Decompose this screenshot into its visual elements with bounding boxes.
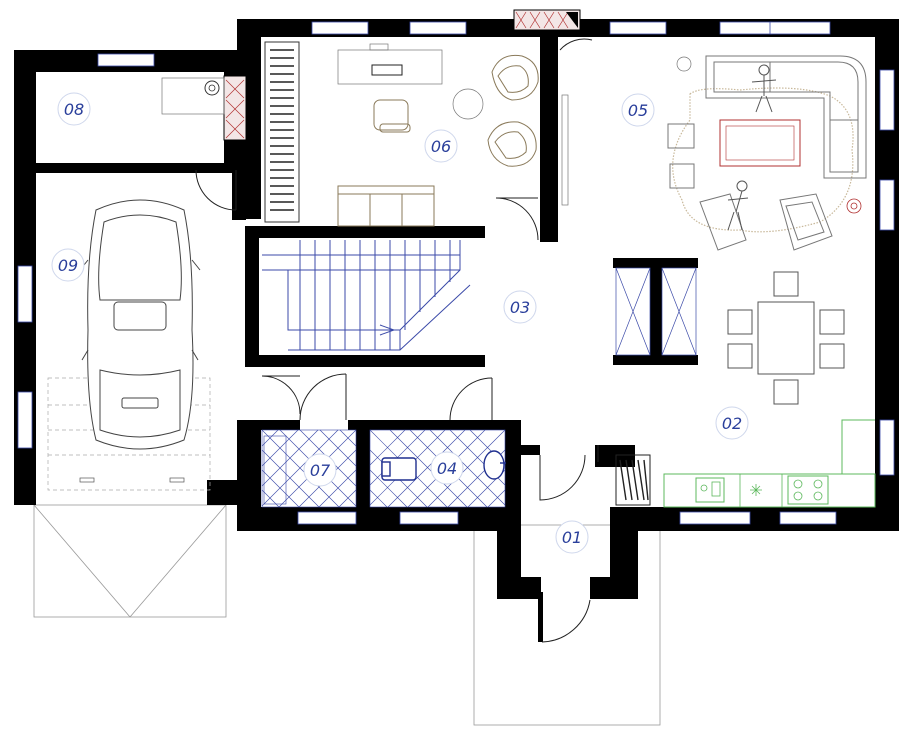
room-label-08: 08 (57, 92, 91, 126)
lamp-icon (676, 56, 862, 214)
svg-text:09: 09 (58, 256, 78, 275)
dining-table (727, 271, 845, 405)
svg-text:08: 08 (64, 100, 84, 119)
armchair (373, 54, 539, 167)
rug (672, 87, 854, 233)
svg-text:07: 07 (310, 461, 331, 480)
coffee-table (719, 119, 801, 167)
svg-text:06: 06 (431, 137, 451, 156)
room-label-04: 04 (430, 451, 464, 485)
windows (17, 21, 895, 525)
svg-text:04: 04 (437, 459, 457, 478)
person-figure-icon (727, 64, 777, 231)
corner-sofa (705, 55, 867, 179)
chimney-icon (513, 9, 581, 31)
kitchen-counter (663, 419, 876, 508)
room-label-09: 09 (51, 248, 85, 282)
radiator-hall (615, 454, 651, 506)
svg-text:01: 01 (562, 528, 582, 547)
svg-text:02: 02 (722, 414, 742, 433)
armchairs-living (667, 123, 833, 251)
garage-apron (33, 504, 227, 618)
room-label-01: 01 (555, 520, 589, 554)
room-label-03: 03 (503, 290, 537, 324)
room-label-02: 02 (715, 406, 749, 440)
svg-text:03: 03 (510, 298, 530, 317)
fireplace (615, 267, 697, 356)
staircase (262, 240, 471, 351)
walls (14, 19, 899, 642)
bookshelf (264, 41, 300, 223)
room-label-05: 05 (621, 93, 655, 127)
room-labels: 01 02 03 04 05 06 07 08 09 (51, 92, 749, 554)
radiator (561, 94, 569, 206)
desk (337, 43, 443, 85)
round-table (452, 88, 484, 120)
room-label-07: 07 (303, 453, 337, 487)
car-icon (79, 199, 201, 450)
doors (195, 38, 599, 643)
room-label-06: 06 (424, 129, 458, 163)
toilet-icon (381, 457, 417, 481)
sink-icon (483, 450, 506, 480)
boiler-icon (161, 75, 247, 141)
svg-text:05: 05 (628, 101, 648, 120)
sofa-study (337, 185, 435, 227)
